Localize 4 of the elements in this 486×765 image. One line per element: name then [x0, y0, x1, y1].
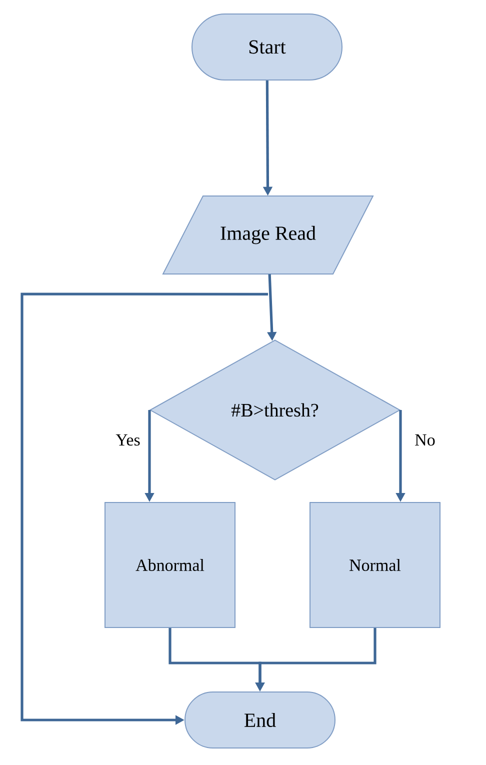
process-box: Abnormal [104, 502, 236, 628]
process-box: Normal [310, 502, 440, 628]
edge-label: No [414, 433, 436, 447]
edge-label: Yes [114, 433, 142, 447]
